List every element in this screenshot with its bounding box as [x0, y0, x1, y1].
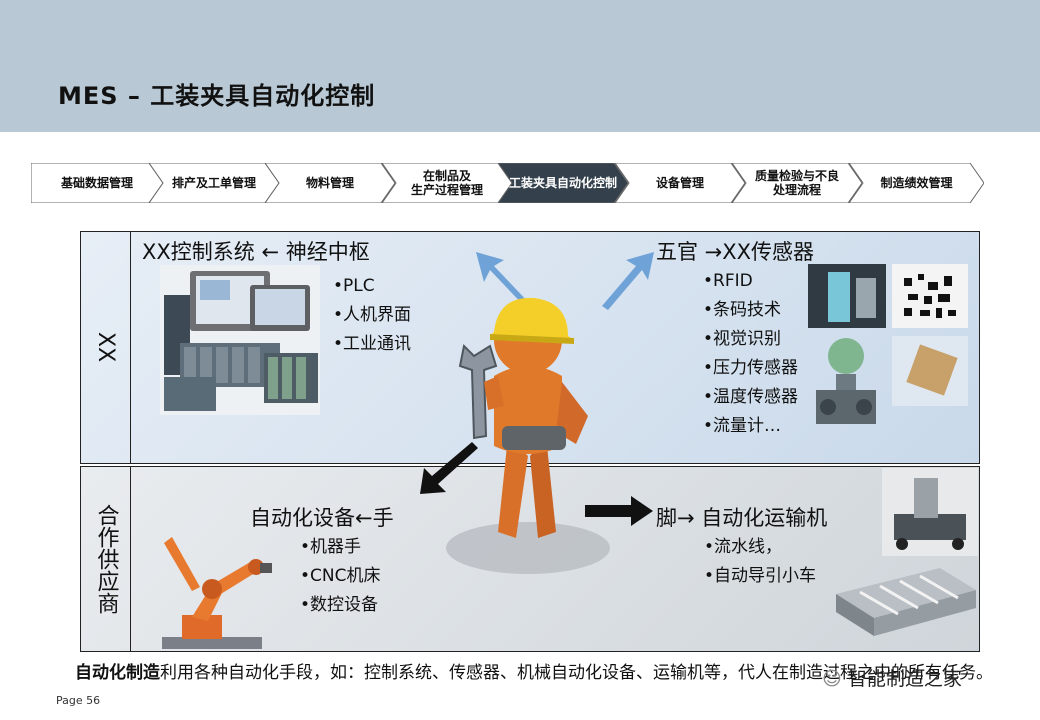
step-label: 制造绩效管理 — [880, 176, 953, 190]
step-chevron — [498, 163, 628, 203]
sensor-heading: 五官 →XX传感器 — [656, 240, 815, 264]
bullet-item: PLC — [333, 272, 411, 301]
hand-arrow — [420, 442, 478, 494]
step-label: 质量检验与不良 处理流程 — [754, 169, 839, 197]
bullet-item: 条码技术 — [703, 296, 798, 325]
bullet-item: 流水线， — [704, 533, 816, 562]
step-chevron — [382, 163, 512, 203]
watermark: ☺ 智能制造之家 — [822, 664, 962, 691]
step-label: 排产及工单管理 — [171, 176, 256, 190]
watermark-text: 智能制造之家 — [847, 668, 962, 690]
control-system-heading: XX控制系统 ← 神经中枢 — [142, 240, 370, 264]
step-label: 设备管理 — [655, 176, 704, 190]
top-side-label: XX — [81, 232, 131, 463]
transport-heading: 脚→ 自动化运输机 — [656, 506, 828, 530]
step-chevron — [265, 163, 395, 203]
page-title: MES – 工装夹具自动化控制 — [58, 82, 376, 110]
bullet-item: 压力传感器 — [703, 354, 798, 383]
bullet-item: 自动导引小车 — [704, 562, 816, 591]
step-6[interactable]: 设备管理 — [615, 163, 745, 203]
bullet-item: 流量计… — [703, 412, 798, 441]
bullet-item: 视觉识别 — [703, 325, 798, 354]
footer-body: 利用各种自动化手段，如：控制系统、传感器、机械自动化设备、运输机等，代人在制造过… — [160, 663, 993, 683]
bottom-side-label: 合作供应商 — [81, 467, 131, 651]
footer-description: 自动化制造利用各种自动化手段，如：控制系统、传感器、机械自动化设备、运输机等，代… — [75, 660, 1035, 686]
header-band — [0, 0, 1040, 132]
agv-images — [836, 468, 978, 636]
step-8[interactable]: 制造绩效管理 — [849, 163, 984, 203]
step-2[interactable]: 排产及工单管理 — [149, 163, 279, 203]
bullet-item: 人机界面 — [333, 301, 411, 330]
wechat-icon: ☺ — [822, 668, 848, 690]
bullet-item: 数控设备 — [300, 591, 381, 620]
process-steps: 基础数据管理 排产及工单管理 物料管理 在制品及 生产过程管理 工装夹具自动化控制 设备管… — [31, 163, 986, 205]
bullet-item: 工业通讯 — [333, 330, 411, 359]
step-3[interactable]: 物料管理 — [265, 163, 395, 203]
plc-hmi-image — [160, 265, 320, 415]
transport-bullets: 流水线，自动导引小车 — [704, 533, 816, 591]
step-chevron — [615, 163, 745, 203]
step-4[interactable]: 在制品及 生产过程管理 — [382, 163, 512, 203]
step-chevron — [149, 163, 279, 203]
sensor-bullets: RFID条码技术视觉识别压力传感器温度传感器流量计… — [703, 267, 798, 441]
sensor-images — [808, 264, 968, 424]
robot-arm-image — [162, 537, 272, 649]
automation-equipment-bullets: 机器手CNC机床数控设备 — [300, 533, 381, 620]
step-5[interactable]: 工装夹具自动化控制 — [498, 163, 628, 203]
step-label: 物料管理 — [305, 176, 354, 190]
worker-figure — [446, 297, 610, 574]
step-label: 在制品及 生产过程管理 — [410, 169, 483, 197]
bullet-item: CNC机床 — [300, 562, 380, 591]
step-chevron — [732, 163, 862, 203]
control-system-bullets: PLC人机界面工业通讯 — [333, 272, 411, 359]
step-chevron — [849, 163, 984, 203]
bullet-item: RFID — [703, 267, 798, 296]
step-7[interactable]: 质量检验与不良 处理流程 — [732, 163, 862, 203]
foot-arrow — [585, 496, 653, 526]
bullet-item: 温度传感器 — [703, 383, 798, 412]
step-label: 基础数据管理 — [60, 176, 133, 190]
footer-bold: 自动化制造 — [75, 663, 160, 683]
step-label: 工装夹具自动化控制 — [508, 176, 617, 190]
bullet-item: 机器手 — [300, 533, 381, 562]
page-number: Page 56 — [56, 694, 101, 707]
sensor-arrows — [476, 252, 654, 310]
automation-equipment-heading: 自动化设备←手 — [250, 506, 394, 530]
step-1[interactable]: 基础数据管理 — [31, 163, 163, 203]
